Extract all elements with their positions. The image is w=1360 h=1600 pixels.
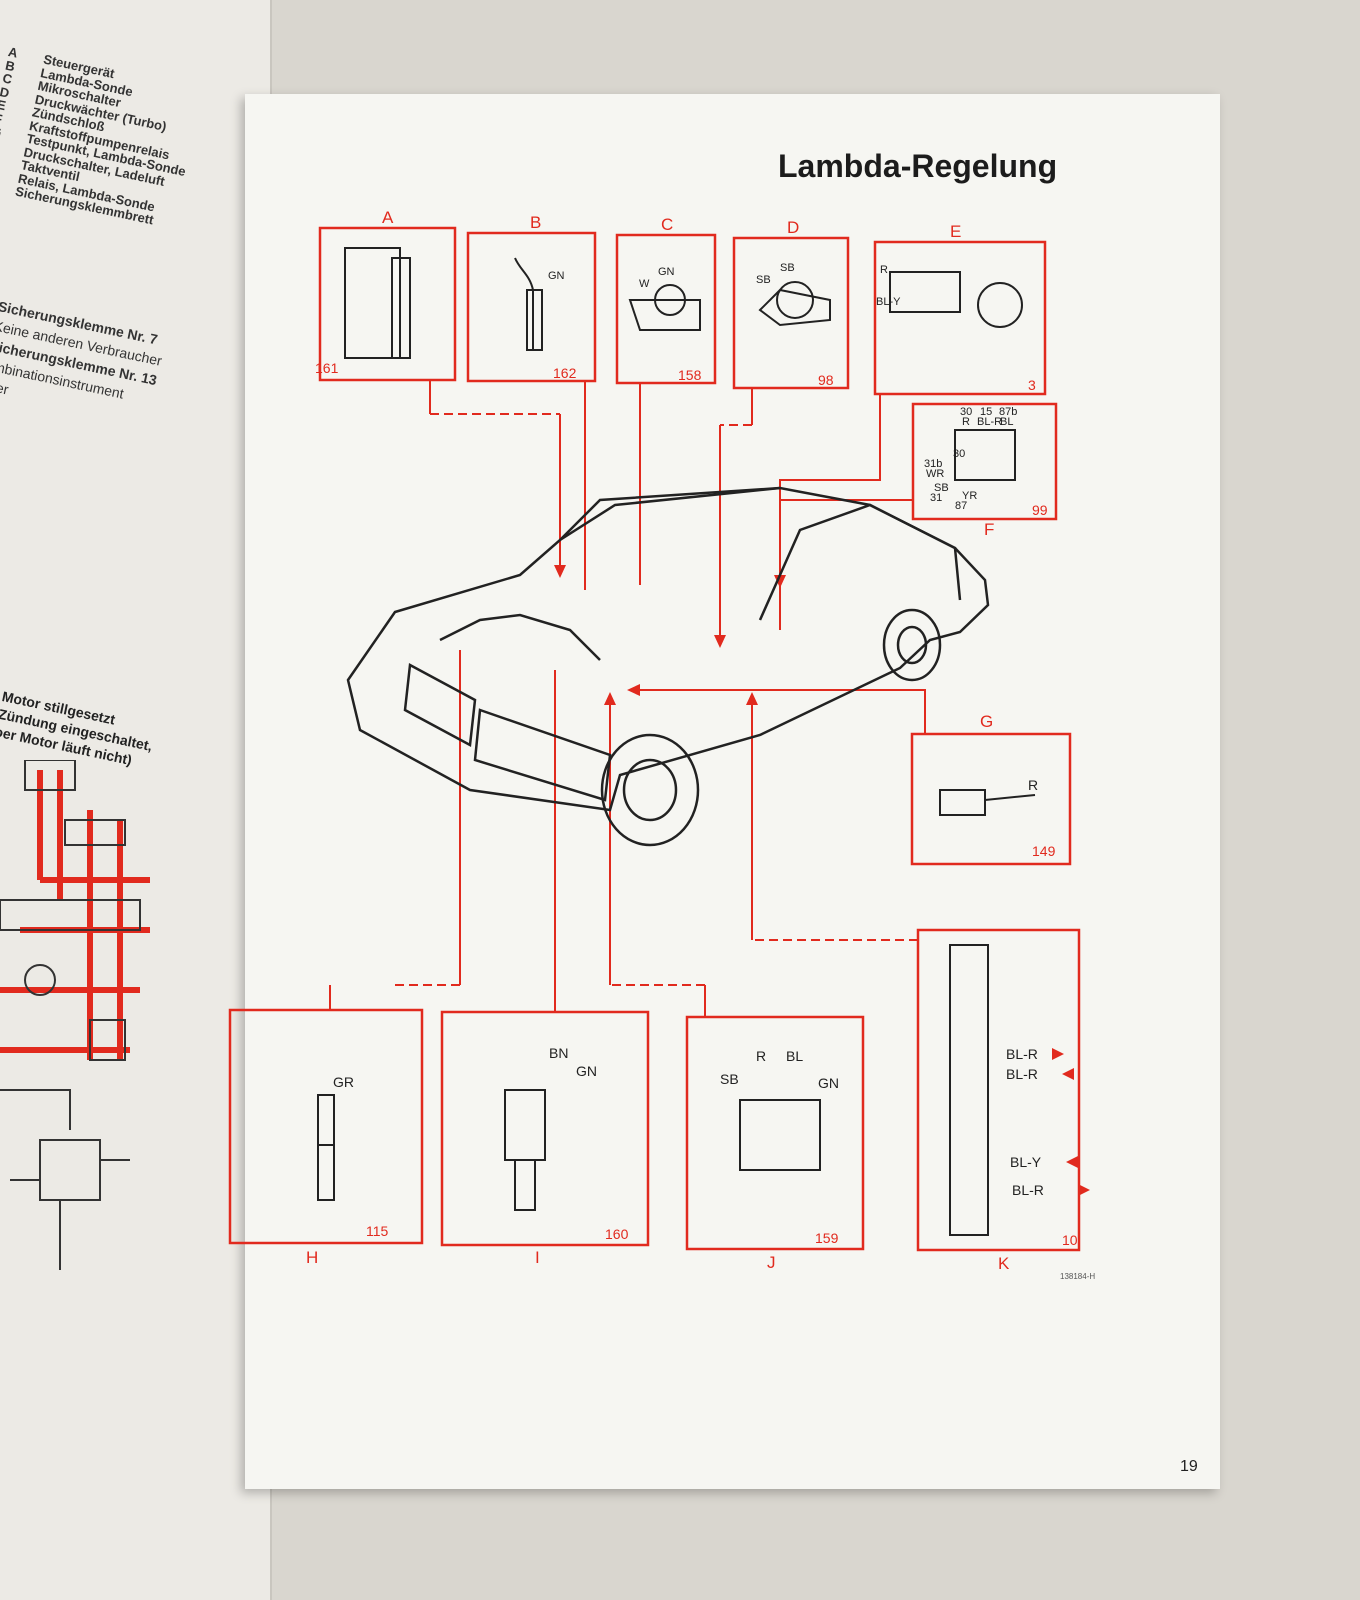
wire-label: 30: [960, 406, 973, 418]
component-drawings: [317, 247, 1036, 1236]
component-letter-c: C: [661, 215, 674, 234]
wire-label: R: [880, 264, 888, 276]
component-letter-i: I: [535, 1248, 540, 1267]
component-letter-b: B: [530, 213, 542, 232]
box-k: [916, 928, 1081, 1252]
wire-label: BL-Y: [1010, 1154, 1042, 1170]
wire-label: BL: [786, 1048, 804, 1064]
right-page: [245, 94, 1220, 1489]
car-illustration: [346, 486, 990, 847]
relay-icon: [739, 1099, 821, 1171]
charge-pressure-switch-icon: [317, 1094, 335, 1146]
box-a: [318, 226, 457, 382]
wire-label: WR: [926, 468, 945, 480]
component-number-d: 98: [818, 372, 834, 388]
box-h: [228, 1008, 424, 1245]
component-letter-g: G: [980, 712, 994, 731]
component-boxes: [228, 226, 1081, 1252]
wire-label: BL: [1000, 416, 1014, 428]
component-number-g: 149: [1032, 843, 1056, 859]
box-j: [685, 1015, 865, 1251]
box-b: [466, 231, 597, 383]
component-number-f: 99: [1032, 502, 1048, 518]
wire-label: GN: [548, 270, 565, 282]
ignition-switch-icon: [889, 271, 961, 313]
arrow-left-icon: [1066, 1156, 1078, 1168]
wire-label: BL-R: [977, 416, 1003, 428]
wire-label: 31: [930, 492, 943, 504]
box-i: [440, 1010, 650, 1247]
wire-label: BL-R: [1006, 1066, 1038, 1082]
component-letter-d: D: [787, 218, 800, 237]
wire-label: BL-R: [1012, 1182, 1044, 1198]
wire-label: R: [1028, 777, 1039, 793]
component-number-a: 161: [315, 360, 339, 376]
page-number: 19: [1180, 1458, 1198, 1475]
wire-label: 87: [955, 500, 968, 512]
arrow-right-icon: [1052, 1048, 1064, 1060]
box-e: [873, 240, 1047, 396]
control-unit-icon: [344, 247, 401, 359]
component-number-c: 158: [678, 367, 702, 383]
wire-label: GN: [658, 266, 675, 278]
wire-label: W: [639, 278, 650, 290]
wire-label: GR: [333, 1074, 354, 1090]
component-number-j: 159: [815, 1230, 839, 1246]
wire-label: YR: [962, 490, 978, 502]
wire-label: R: [962, 416, 970, 428]
component-letter-h: H: [306, 1248, 319, 1267]
wire-label: 15: [980, 406, 993, 418]
box-g: [910, 732, 1072, 866]
wire-label: 30: [953, 448, 966, 460]
wire-label: BL-R: [1006, 1046, 1038, 1062]
wire-label: BN: [549, 1045, 569, 1061]
box-f: [911, 402, 1058, 521]
wire-label: R: [756, 1048, 767, 1064]
wire-label: 31b: [924, 458, 943, 470]
wire-label: GN: [576, 1063, 597, 1079]
component-number-i: 160: [605, 1226, 629, 1242]
wire-label: SB: [934, 482, 949, 494]
left-wiring-diagram: [0, 760, 150, 1270]
page-title: Lambda-Regelung: [778, 148, 1058, 184]
reference-code: 138184-H: [1060, 1272, 1096, 1281]
component-letter-k: K: [998, 1254, 1010, 1273]
component-number-e: 3: [1028, 377, 1036, 393]
component-letter-f: F: [984, 520, 995, 539]
wire-label: GN: [818, 1075, 839, 1091]
component-number-b: 162: [553, 365, 577, 381]
arrow-right-icon: [1078, 1184, 1090, 1196]
pressure-switch-icon: [776, 281, 814, 319]
arrow-left-icon: [1062, 1068, 1074, 1080]
wires: [329, 380, 926, 1017]
wire-label: BL-Y: [876, 296, 901, 308]
component-number-k: 10: [1062, 1232, 1078, 1248]
wire-label: SB: [720, 1071, 739, 1087]
wire-label: SB: [780, 262, 795, 274]
wire-arrows: [554, 565, 786, 705]
wire-label: SB: [756, 274, 771, 286]
component-letter-j: J: [767, 1253, 776, 1272]
test-point-icon: [939, 789, 986, 816]
pump-relay-icon: [954, 429, 1016, 481]
component-letter-a: A: [382, 208, 394, 227]
component-letter-e: E: [950, 222, 962, 241]
box-d: [732, 236, 850, 390]
component-number-h: 115: [366, 1223, 389, 1239]
frequency-valve-icon: [504, 1089, 546, 1161]
box-c: [615, 233, 717, 385]
fuse-board-icon: [949, 944, 989, 1236]
wire-label: 87b: [999, 406, 1018, 418]
